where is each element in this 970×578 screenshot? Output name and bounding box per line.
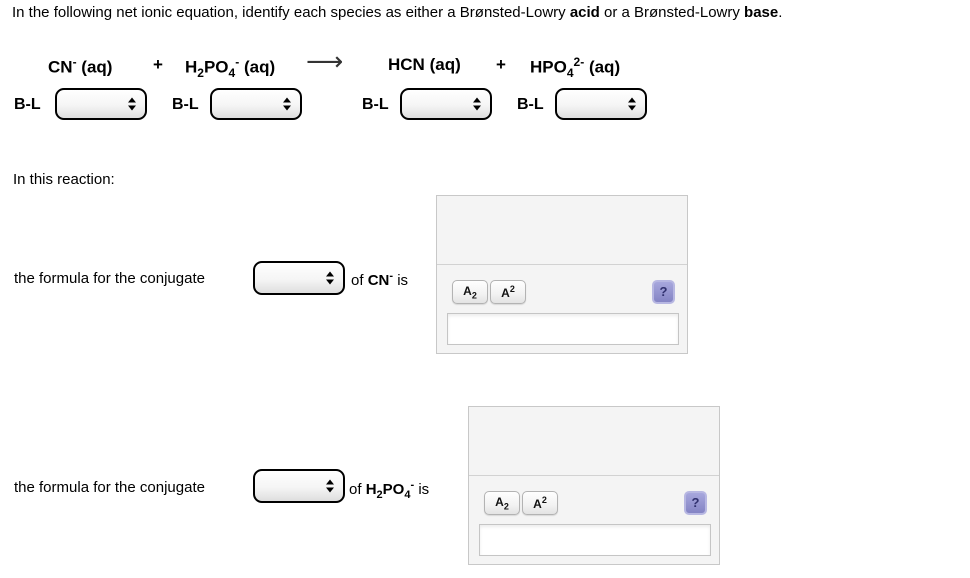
conjugate-row-h2po4: the formula for the conjugate of H2PO4- … bbox=[0, 469, 970, 507]
answer-display-area-2 bbox=[469, 407, 719, 476]
superscript-button[interactable]: A2 bbox=[490, 280, 526, 304]
instruction-part2: or a Brønsted-Lowry bbox=[599, 4, 745, 21]
conjugate-prefix-1: the formula for the conjugate bbox=[14, 270, 205, 287]
bl-label-3: B-L bbox=[362, 96, 389, 113]
net-ionic-equation: CN- (aq) + H2PO4- (aq) ⟶ HCN (aq) + HPO4… bbox=[0, 46, 970, 88]
updown-arrows-icon bbox=[473, 97, 481, 111]
bl-label-4: B-L bbox=[517, 96, 544, 113]
help-button[interactable]: ? bbox=[652, 280, 675, 304]
conjugate-suffix-1: of CN- is bbox=[351, 270, 409, 289]
conjugate-prefix-2: the formula for the conjugate bbox=[14, 479, 205, 496]
instruction-part1: In the following net ionic equation, ide… bbox=[12, 4, 570, 21]
bl-label-1: B-L bbox=[14, 96, 41, 113]
instruction-base-bold: base bbox=[744, 4, 779, 21]
species-hpo4: HPO42- (aq) bbox=[530, 55, 621, 81]
species-h2po4: H2PO4- (aq) bbox=[185, 55, 276, 81]
section-label: In this reaction: bbox=[13, 171, 115, 188]
species-hcn: HCN (aq) bbox=[388, 55, 461, 74]
formula-input-2[interactable] bbox=[479, 524, 711, 556]
conjugate-dropdown-cn[interactable] bbox=[253, 261, 345, 295]
updown-arrows-icon bbox=[283, 97, 291, 111]
help-button[interactable]: ? bbox=[684, 491, 707, 515]
bl-dropdown-hcn[interactable] bbox=[400, 88, 492, 120]
updown-arrows-icon bbox=[128, 97, 136, 111]
bl-dropdown-hpo4[interactable] bbox=[555, 88, 647, 120]
formula-input-1[interactable] bbox=[447, 313, 679, 345]
reaction-arrow-icon: ⟶ bbox=[306, 46, 344, 76]
updown-arrows-icon bbox=[326, 479, 334, 493]
math-answer-widget-2: A2 A2 ? bbox=[468, 406, 720, 565]
bl-dropdown-h2po4[interactable] bbox=[210, 88, 302, 120]
conjugate-row-cn: the formula for the conjugate of CN- is bbox=[0, 261, 970, 299]
subscript-button[interactable]: A2 bbox=[484, 491, 520, 515]
instruction-text: In the following net ionic equation, ide… bbox=[12, 4, 782, 21]
bl-dropdown-cn[interactable] bbox=[55, 88, 147, 120]
conjugate-dropdown-h2po4[interactable] bbox=[253, 469, 345, 503]
conjugate-suffix-2: of H2PO4- is bbox=[349, 479, 430, 501]
plus-sign-1: + bbox=[153, 55, 163, 74]
answer-toolbar-2: A2 A2 ? bbox=[484, 491, 707, 515]
subscript-button[interactable]: A2 bbox=[452, 280, 488, 304]
bl-label-2: B-L bbox=[172, 96, 199, 113]
superscript-button[interactable]: A2 bbox=[522, 491, 558, 515]
bl-classification-row: B-L B-L B-L B-L bbox=[0, 88, 970, 124]
math-answer-widget-1: A2 A2 ? bbox=[436, 195, 688, 354]
answer-display-area-1 bbox=[437, 196, 687, 265]
species-cn: CN- (aq) bbox=[48, 55, 113, 77]
instruction-part3: . bbox=[778, 4, 783, 21]
answer-toolbar-1: A2 A2 ? bbox=[452, 280, 675, 304]
plus-sign-2: + bbox=[496, 55, 506, 74]
updown-arrows-icon bbox=[326, 271, 334, 285]
instruction-acid-bold: acid bbox=[569, 4, 600, 21]
updown-arrows-icon bbox=[628, 97, 636, 111]
